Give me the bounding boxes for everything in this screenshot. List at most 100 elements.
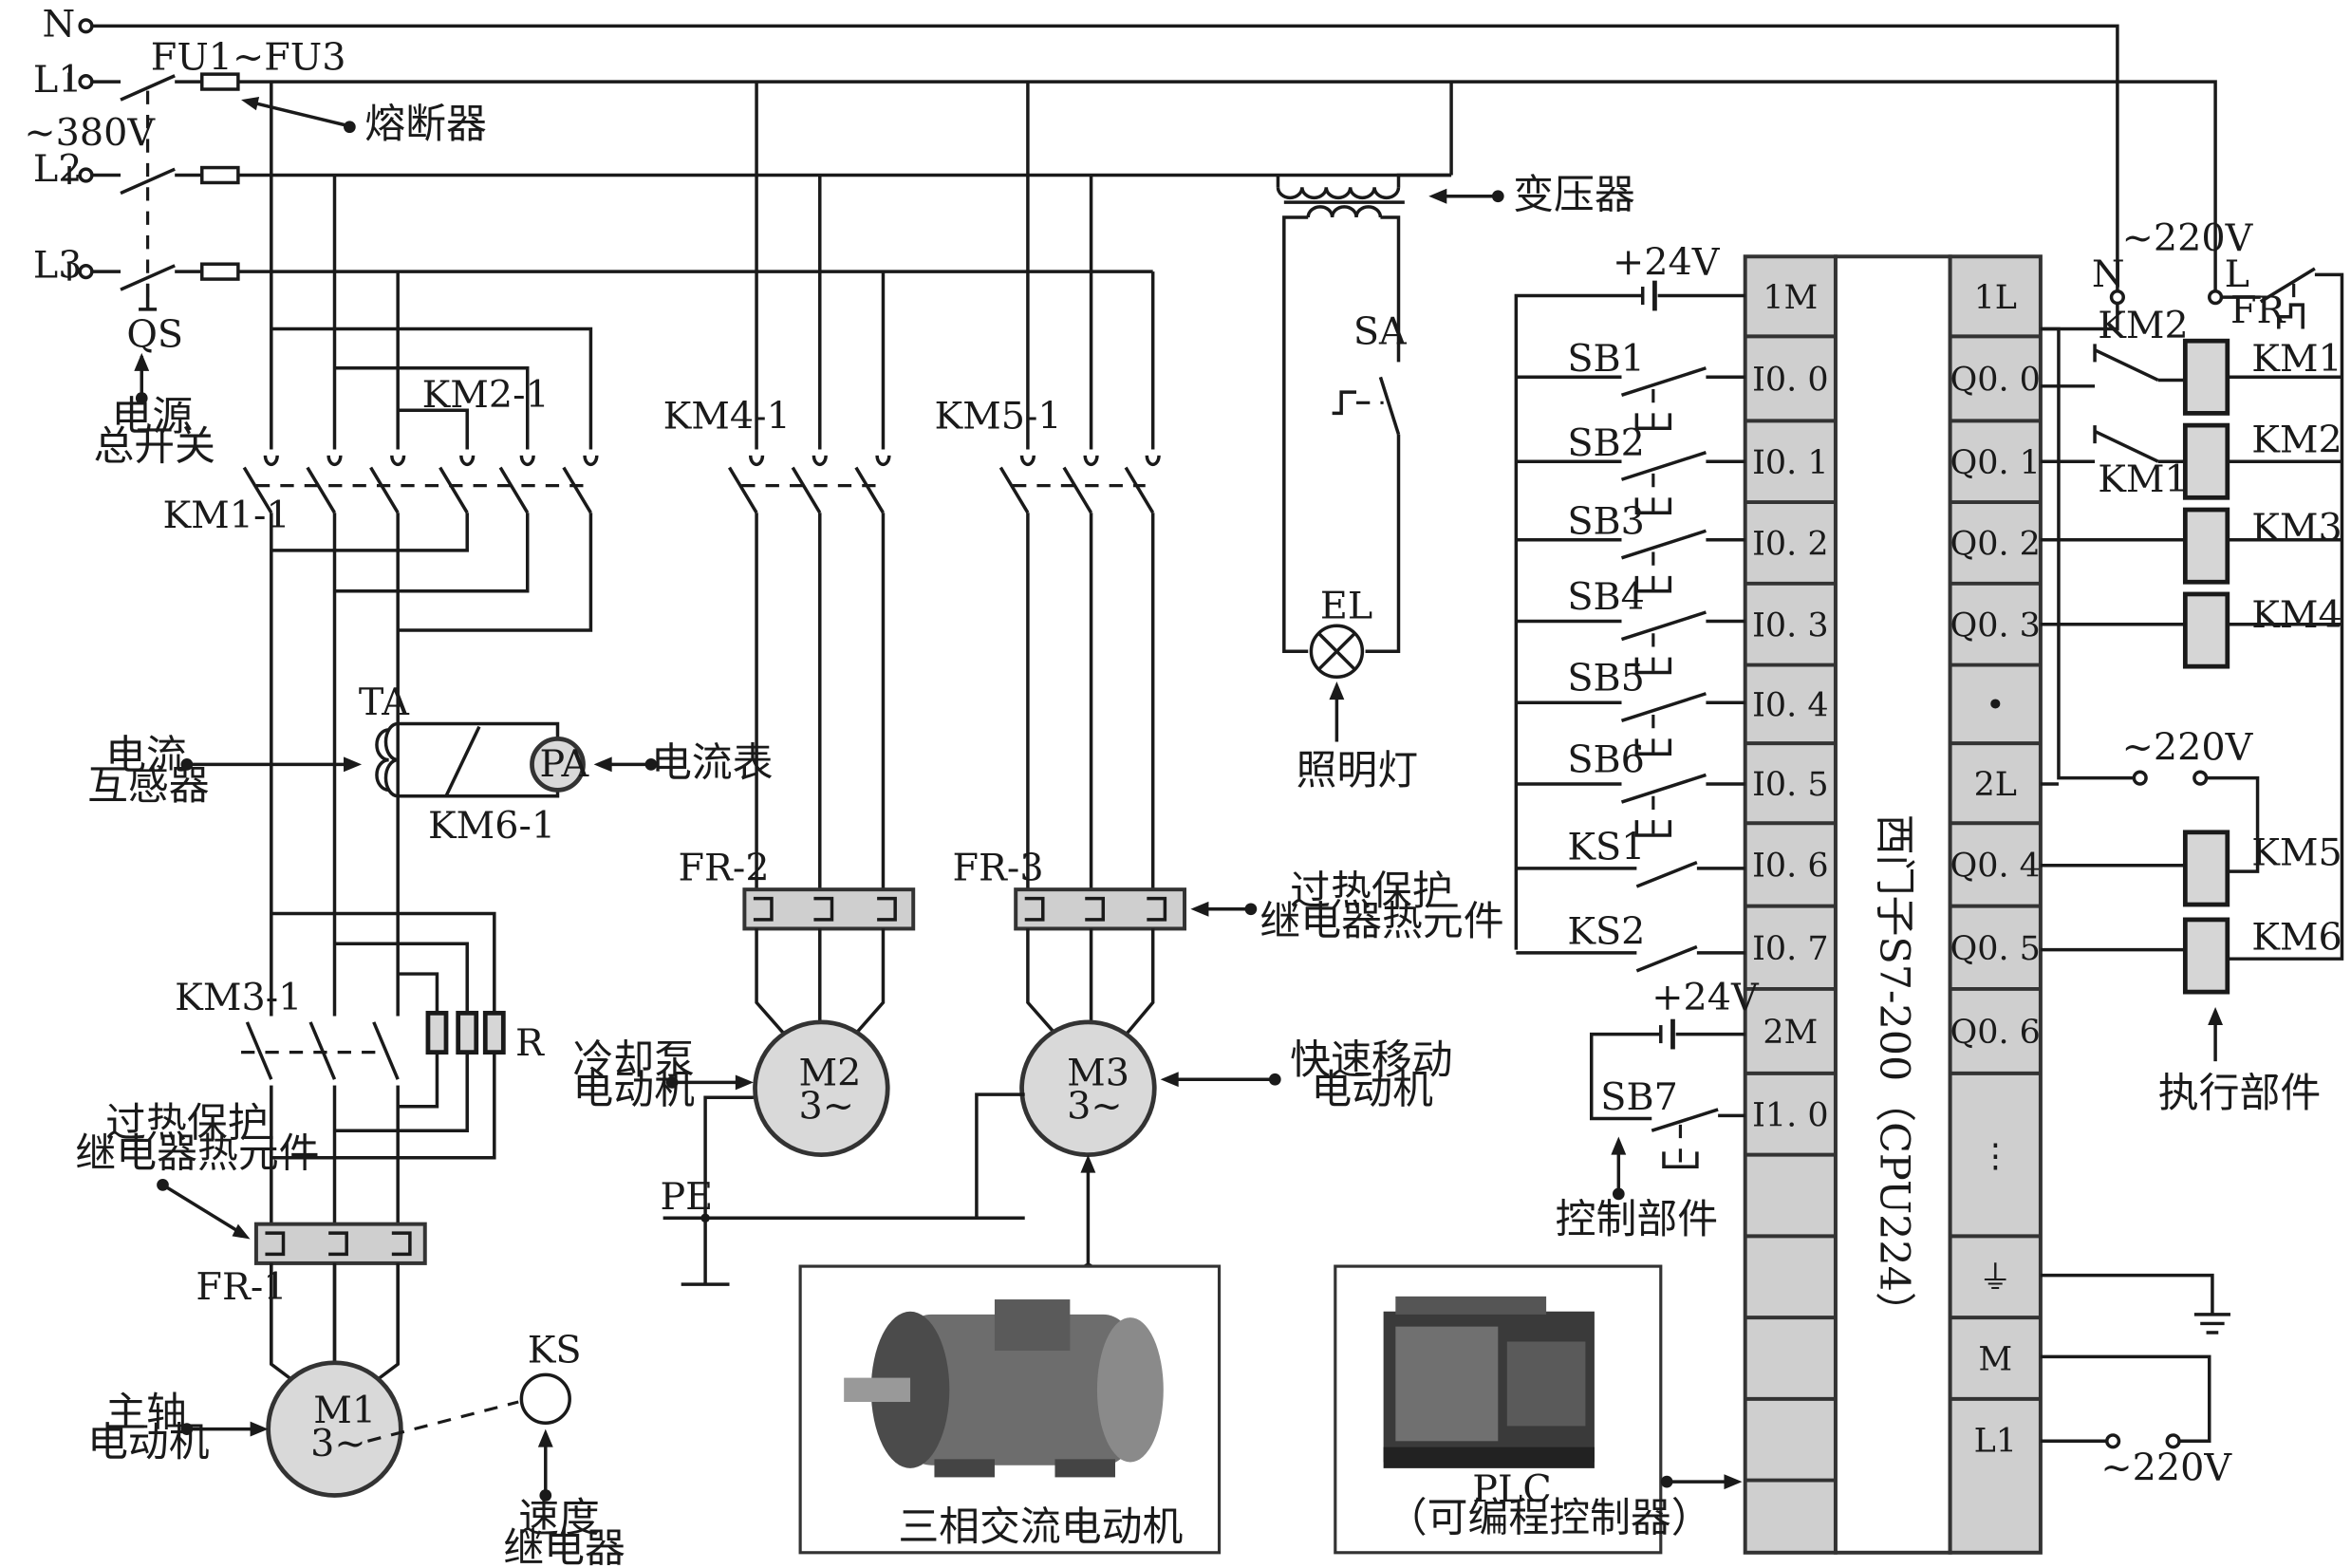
label-el: EL [1320, 584, 1372, 627]
plc-output-terminal-label: ⏚ [1979, 1260, 2012, 1297]
label-220v-mid: ~220V [2122, 726, 2254, 770]
plc-output-terminal-label: Q0. 0 [1950, 362, 2041, 400]
plc-input-terminal-label: I0. 7 [1752, 930, 1828, 968]
fuse-note: 熔断器 [364, 101, 487, 148]
km4-km5-contacts [728, 455, 1161, 514]
lighting-circuit: SA EL 照明灯 变压器 [1276, 82, 1635, 794]
plc-input-terminal-label: I0. 5 [1752, 766, 1828, 804]
coil-km5 [2182, 830, 2230, 907]
label-voltage-380: ~380V [24, 111, 156, 155]
label-l3: L3 [33, 243, 83, 287]
fr23-note-2: 继电器热元件 [1259, 898, 1503, 945]
label-sb7: SB7 [1600, 1075, 1678, 1119]
label-sa: SA [1353, 309, 1408, 353]
coil-km3 [2182, 507, 2230, 585]
label-r: R [515, 1021, 545, 1065]
plc-input-terminal-label: I0. 0 [1752, 362, 1828, 400]
label-sb2: SB2 [1567, 421, 1645, 465]
three-phase-motor-illustration [844, 1299, 1164, 1478]
label-km4: KM4 [2251, 593, 2342, 637]
label-m3-phase: 3~ [1067, 1084, 1123, 1128]
control-note: 控制部件 [1556, 1196, 1718, 1243]
pushbutton-actuator [1634, 738, 1672, 756]
pushbutton-contact [1620, 451, 1707, 481]
pushbutton-actuator [1634, 575, 1672, 593]
ta-note-2: 互感器 [87, 762, 210, 810]
label-ks1: KS1 [1567, 825, 1645, 868]
ta-note-1: 电流 [105, 732, 187, 779]
plc-outputs: ~220V N L FR KM2 KM1 KM [2040, 216, 2344, 1490]
plc-input-terminal-label: I0. 2 [1752, 526, 1828, 564]
label-l1: L1 [33, 58, 83, 102]
label-km3-1: KM3-1 [175, 976, 302, 1019]
label-sb5: SB5 [1567, 657, 1645, 700]
label-ks: KS [528, 1329, 582, 1372]
label-km6-1: KM6-1 [428, 804, 555, 848]
motor-photo-caption: 三相交流电动机 [898, 1503, 1183, 1551]
fr-note-2: 继电器热元件 [75, 1129, 319, 1177]
plc-output-terminal-label: • [1986, 687, 2006, 725]
coil-km1 [2182, 338, 2230, 416]
pushbutton-actuator [1634, 657, 1672, 675]
ks-note-1: 速度 [518, 1495, 600, 1542]
label-sb6: SB6 [1567, 737, 1645, 781]
label-m3: M3 [1067, 1052, 1129, 1095]
label-km5: KM5 [2251, 831, 2342, 875]
label-220v-top: ~220V [2122, 216, 2254, 260]
label-km6: KM6 [2251, 916, 2342, 960]
plc-output-terminal-label: Q0. 6 [1950, 1014, 2041, 1052]
label-fr: FR [2230, 289, 2286, 332]
label-n: N [42, 2, 75, 46]
input-switches [1516, 366, 1745, 973]
power-supply: N L1 ~380V L2 L3 FU1~FU3 QS 电源 总开关 [24, 2, 2217, 471]
plc-output-terminal-label: Q0. 3 [1950, 607, 2041, 644]
label-m1: M1 [313, 1389, 376, 1432]
label-km2: KM2 [2251, 419, 2342, 462]
label-pa: PA [539, 742, 589, 786]
m2-note-2: 电动机 [572, 1067, 695, 1114]
label-km1: KM1 [2251, 337, 2342, 381]
qs-note-1: 电源 [111, 393, 193, 440]
coil-km4 [2182, 591, 2230, 669]
qs-note-2: 总开关 [93, 423, 215, 471]
label-out-n: N [2092, 252, 2125, 296]
label-qs: QS [126, 313, 183, 357]
label-fr1: FR-1 [196, 1265, 287, 1309]
pushbutton-actuator [1634, 497, 1672, 514]
qs-switch [67, 72, 176, 311]
plc-output-terminal-label: ⋮ [1979, 1137, 2012, 1175]
plc-input-terminal-label: I0. 1 [1752, 444, 1828, 482]
label-fr3: FR-3 [953, 847, 1044, 890]
lamp-el [1309, 624, 1365, 680]
label-m2-phase: 3~ [799, 1084, 855, 1128]
speed-relay-ks [519, 1372, 571, 1425]
plc-output-terminal-label: M [1978, 1341, 2012, 1379]
actuator-note: 执行部件 [2158, 1070, 2321, 1117]
motor-photo-box: 三相交流电动机 [798, 1264, 1222, 1555]
m2-note-1: 冷却泵 [572, 1036, 695, 1084]
fr2-element [742, 887, 916, 931]
fr1-element [253, 1222, 427, 1265]
label-km1-interlock: KM1 [2098, 457, 2189, 501]
plc-output-terminal-label: Q0. 1 [1950, 444, 2041, 482]
plc-body [1833, 254, 1952, 1555]
label-220v-bot: ~220V [2100, 1447, 2232, 1490]
terminal-n [78, 18, 94, 34]
fr-note-1: 过热保护 [105, 1100, 268, 1148]
label-km1-1: KM1-1 [162, 494, 289, 537]
ammeter [530, 736, 586, 793]
label-km3: KM3 [2251, 506, 2342, 550]
label-fr2: FR-2 [679, 847, 770, 890]
pushbutton-contact [1620, 773, 1707, 804]
plc-output-terminal-label: Q0. 2 [1950, 526, 2041, 564]
label-out-l: L [2225, 252, 2249, 296]
plc-input-terminal-label: I0. 4 [1752, 687, 1828, 725]
m1-note-1: 主轴 [105, 1389, 187, 1436]
pushbutton-contact [1620, 529, 1707, 560]
transformer-note: 变压器 [1513, 171, 1635, 218]
motor-m2 [753, 1019, 890, 1157]
label-ta: TA [359, 681, 410, 724]
plc-caption-1: PLC [1472, 1467, 1551, 1511]
km1-km2-contacts [242, 455, 599, 514]
